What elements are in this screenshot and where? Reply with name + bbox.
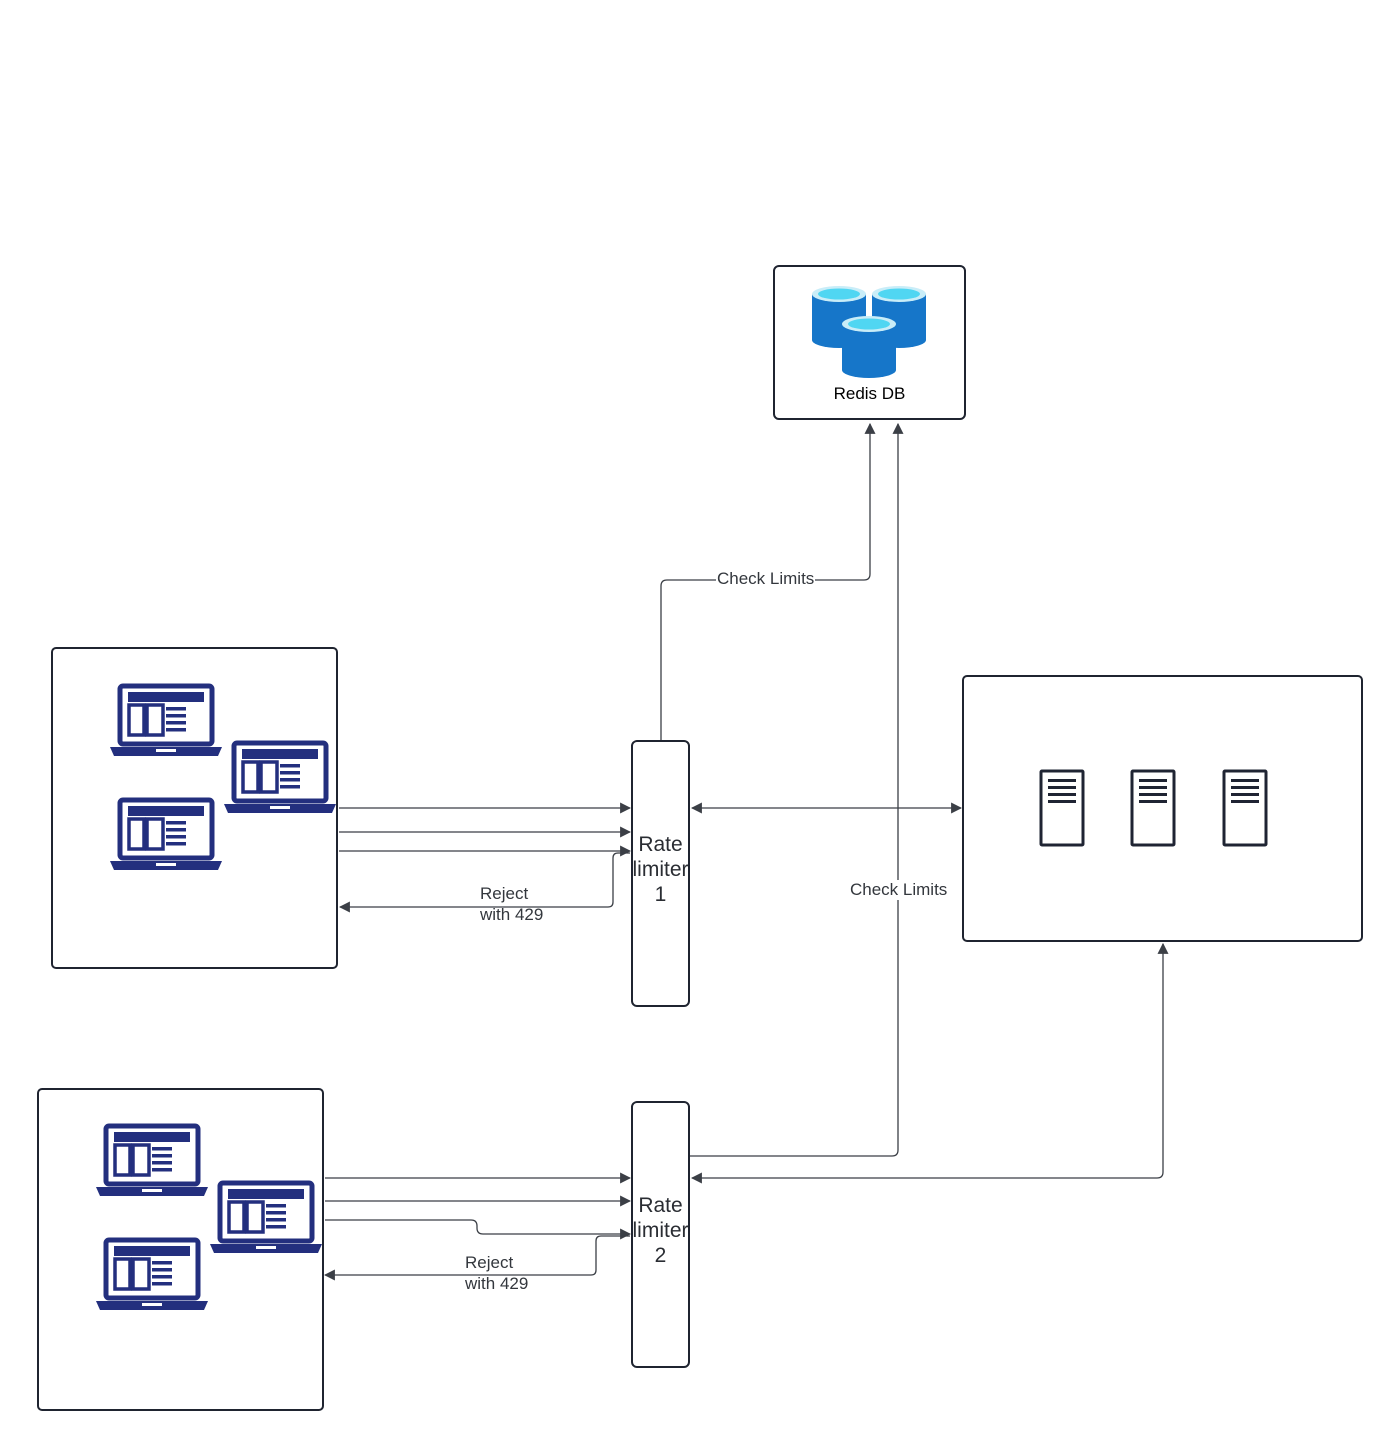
laptop-icon [96,1240,208,1310]
rate-limiter-2-line1: Rate [638,1194,683,1217]
rate-limiter-2-line2: limiter [632,1219,689,1242]
laptop-icon [110,800,222,870]
reject-label-2-line1: Reject [465,1253,514,1272]
client2-request-arrow-3 [325,1219,632,1240]
server-icon [1130,769,1176,847]
rate-limiter-1 [631,740,690,1007]
laptop-icon [110,686,222,756]
laptop-icon [210,1183,322,1253]
reject-429-arrow-1 [338,852,630,913]
reject-label-2-line2: with 429 [465,1274,529,1293]
check-limits-label-2: Check Limits [849,880,949,900]
rate-limiter-1-line2: limiter [632,858,689,881]
redis-label: Redis DB [833,384,906,403]
server-icon [1039,769,1085,847]
laptop-icon [224,743,336,813]
rate-limiter-2-label: Rate limiter 2 [632,1193,689,1273]
client2-request-arrows [323,1172,632,1281]
rate-limiter-1-line1: Rate [638,833,683,856]
rate-limiter-2-line3: 2 [654,1244,667,1267]
rate-limiter-1-line3: 1 [654,883,667,906]
client1-request-arrows [338,802,632,913]
rate-limiter-1-label: Rate limiter 1 [632,832,689,912]
reject-label-1-line1: Reject [480,884,529,903]
reject-429-arrow-2 [323,1235,630,1281]
limiter2-server-arrow [690,942,1169,1184]
check-limits-label-1: Check Limits [716,569,816,589]
rate-limiter-2 [631,1101,690,1368]
reject-label-1-line2: with 429 [480,905,544,924]
server-icon [1222,769,1268,847]
check-limits-arrow-2 [690,422,904,1157]
laptop-icon [96,1126,208,1196]
